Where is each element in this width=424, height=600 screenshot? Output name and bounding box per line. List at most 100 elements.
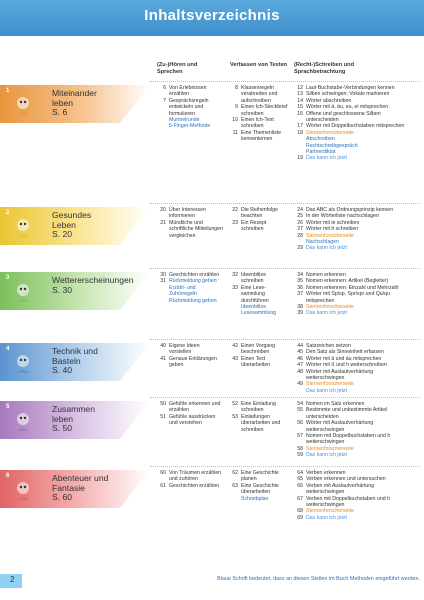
item-page: 50	[160, 401, 166, 407]
item-page: 10	[232, 117, 238, 124]
chapter-number: 3	[6, 275, 10, 281]
item-text: Eine Themenliste kennenlernen	[241, 129, 281, 143]
item-page: 51	[160, 413, 166, 420]
item-text: Wörter abschreiben	[306, 97, 352, 104]
item-page: 19	[297, 155, 303, 162]
item-page: 38	[297, 304, 303, 311]
page-title: Inhaltsverzeichnis	[144, 7, 280, 24]
item-text: Klassenregeln verabreden und aufschreibe…	[241, 85, 278, 104]
footnote: Blaue Schrift bedeutet, dass an diesen S…	[217, 576, 420, 582]
item-text: Eine Lese-sammlung durchführen	[241, 284, 269, 304]
item-text: In der Wörterliste nachschlagen	[306, 213, 379, 220]
item-text: Nachschlagen	[306, 239, 339, 246]
list-item: Rechtschreibgespräch	[294, 143, 412, 149]
item-page	[229, 496, 238, 502]
item-text: Einen Text überarbeiten	[241, 355, 271, 369]
item-text: Nomen erkennen: Einzahl und Mehrzahl	[306, 284, 399, 291]
chapter-number: 2	[6, 210, 10, 216]
item-text: Ideenblitze	[241, 304, 267, 311]
item-page: 14	[297, 97, 303, 104]
item-page: 48	[297, 368, 303, 375]
item-text: Das kann ich jetzt	[306, 387, 347, 394]
list-item: 5-Finger-Methode	[157, 123, 223, 129]
item-text: Partnerdiktat	[306, 149, 336, 156]
item-page	[157, 298, 166, 304]
chapter-illustration-icon	[17, 219, 29, 237]
item-page: 31	[160, 278, 166, 285]
item-text: Verben erkennen und untersuchen	[306, 476, 386, 483]
item-text: 5-Finger-Methode	[169, 123, 211, 130]
item-text: Erzähl- und Zuhörregeln	[169, 284, 197, 298]
item-page: 20	[160, 207, 166, 213]
item-page: 15	[297, 104, 303, 111]
item-text: Über Interessen informieren	[169, 207, 206, 220]
item-text: Eigene Ideen vorstellen	[169, 343, 200, 356]
item-page: 61	[160, 482, 166, 489]
item-page: 35	[297, 278, 303, 285]
item-page: 49	[297, 381, 303, 388]
item-text: Offene und geschlossene Silben untersche…	[306, 110, 381, 124]
divider	[150, 203, 420, 204]
item-page: 69	[297, 514, 303, 521]
item-text: Geschichten erzählen	[169, 482, 220, 489]
chapter-title-text: Zusammen leben	[52, 404, 95, 424]
item-page: 37	[297, 291, 303, 298]
list-item: Erzähl- und Zuhörregeln	[157, 285, 223, 298]
item-text: Verben erkennen	[306, 470, 346, 476]
chapter-page: S. 40	[52, 365, 73, 375]
item-text: Murmelrunde	[169, 117, 200, 124]
list-item: Nachschlagen	[294, 239, 412, 245]
item-page: 8	[235, 85, 238, 91]
item-text: Das kann ich jetzt	[306, 514, 347, 521]
list-item: Abschreiben	[294, 136, 412, 142]
list-item: Lesesammlung	[229, 310, 289, 316]
item-text: Rechtschreibgespräch	[306, 142, 358, 149]
item-page: 16	[297, 110, 303, 117]
item-page: 39	[297, 310, 303, 317]
item-page: 23	[232, 219, 238, 226]
chapter-page: S. 50	[52, 423, 73, 433]
item-text: Nomen erkennen: Artikel (Begleiter)	[306, 278, 389, 285]
divider	[150, 397, 420, 398]
item-text: Lesesammlung	[241, 310, 277, 317]
item-text: Wörter mit ß und h weiterschreiben	[306, 362, 387, 369]
column-header-spelling: (Recht-)Schreiben und Sprachbetrachtung	[294, 62, 354, 75]
item-page: 62	[232, 470, 238, 476]
item-text: Sternenforscherseite	[306, 232, 354, 239]
item-page: 44	[297, 343, 303, 349]
item-page: 66	[297, 482, 303, 489]
item-text: Wörter mit ä und äu mitsprechen	[306, 355, 382, 362]
item-text: Laut-Buchstabe-Verbindungen kennen	[306, 85, 395, 91]
chapter-title-text: Technik und Basteln	[52, 346, 98, 366]
